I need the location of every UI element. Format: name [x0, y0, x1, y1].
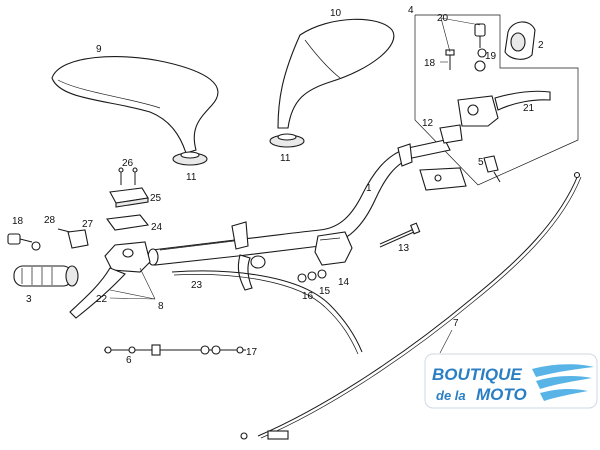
- callout-8: 8: [158, 301, 164, 312]
- callout-6: 6: [126, 355, 132, 366]
- callout-4: 4: [408, 5, 414, 16]
- callout-17: 17: [246, 347, 258, 358]
- callout-15: 15: [319, 286, 331, 297]
- switch-parts: [106, 167, 150, 231]
- callout-11-left: 11: [186, 172, 197, 183]
- callout-25: 25: [150, 193, 162, 204]
- callout-20: 20: [437, 13, 449, 24]
- bolt-13: [379, 222, 421, 248]
- callout-2: 2: [538, 40, 544, 51]
- logo-line-1: BOUTIQUE: [432, 365, 522, 384]
- logo-line-2-prefix: de la: [436, 388, 466, 403]
- callout-14: 14: [338, 277, 350, 288]
- callout-1: 1: [366, 183, 372, 194]
- right-lever-21: [457, 90, 551, 127]
- callout-26: 26: [122, 158, 134, 169]
- throttle-grip: [13, 265, 79, 287]
- nuts-14-15-16: [297, 269, 327, 283]
- callout-28: 28: [44, 215, 56, 226]
- mirror-left: [51, 56, 219, 166]
- cable-23: [171, 270, 363, 355]
- cable-6-17: [104, 344, 246, 356]
- callout-7: 7: [453, 318, 459, 329]
- switch-5: [483, 155, 501, 183]
- leader-lines: [109, 17, 481, 354]
- callout-11-right: 11: [280, 153, 291, 164]
- left-lever-assembly: [67, 229, 151, 319]
- inset-box-4: [414, 14, 579, 186]
- callout-5: 5: [478, 157, 484, 168]
- callout-22: 22: [96, 294, 108, 305]
- handlebar: [147, 139, 451, 266]
- right-clamp-12: [419, 124, 467, 191]
- cable-7: [240, 171, 582, 440]
- callout-labels: 1 2 3 4 5 6 7 8 9 10 11 11 12 13 14 15 1…: [12, 5, 544, 366]
- grip-end-2: [504, 21, 536, 60]
- inset-hardware: [445, 23, 487, 72]
- callout-18-left: 18: [12, 216, 24, 227]
- logo-swoosh-icon: [532, 364, 594, 401]
- callout-21: 21: [523, 103, 535, 114]
- center-bracket: [231, 221, 266, 291]
- callout-9: 9: [96, 44, 102, 55]
- left-small-hardware: [7, 228, 71, 251]
- callout-10: 10: [330, 8, 342, 19]
- callout-3: 3: [26, 294, 32, 305]
- callout-12: 12: [422, 118, 434, 129]
- callout-16: 16: [302, 291, 314, 302]
- boutique-logo: BOUTIQUE de la MOTO: [424, 353, 598, 409]
- callout-18-right: 18: [424, 58, 436, 69]
- mirror-right: [269, 18, 395, 148]
- callout-23: 23: [191, 280, 203, 291]
- callout-19: 19: [485, 51, 497, 62]
- callout-24: 24: [151, 222, 163, 233]
- callout-27: 27: [82, 219, 94, 230]
- logo-line-2-brand: MOTO: [476, 385, 527, 404]
- callout-13: 13: [398, 243, 410, 254]
